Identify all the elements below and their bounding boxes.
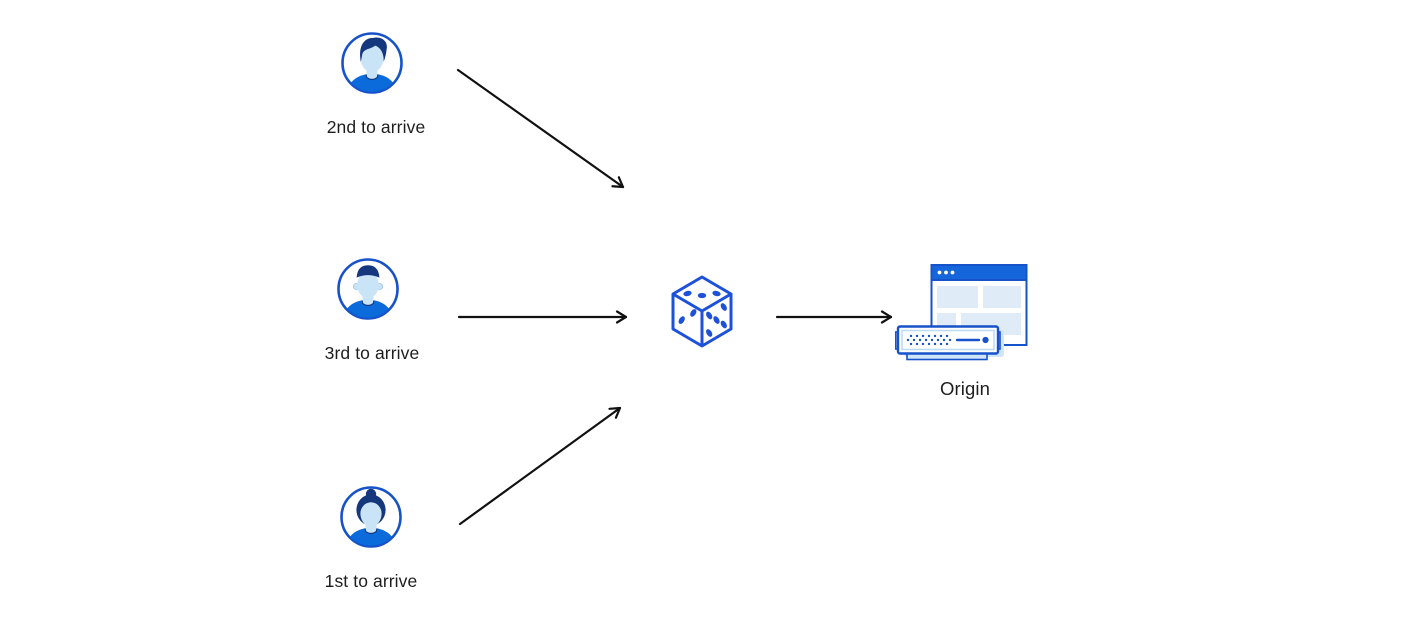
client-third-node bbox=[336, 257, 400, 321]
arrow-second-to-dice bbox=[456, 68, 625, 189]
server-box-icon bbox=[895, 325, 1004, 361]
client-third-label: 3rd to arrive bbox=[324, 343, 420, 363]
user-avatar-male-swept-hair-icon bbox=[341, 32, 403, 94]
client-second-label: 2nd to arrive bbox=[326, 117, 426, 137]
client-first-node bbox=[339, 485, 403, 549]
user-avatar-male-short-hair-icon bbox=[337, 258, 399, 320]
client-first-label: 1st to arrive bbox=[324, 571, 418, 591]
origin-label: Origin bbox=[940, 378, 990, 399]
random-selector-node bbox=[666, 272, 738, 352]
origin-node bbox=[895, 262, 1035, 362]
arrow-first-to-dice bbox=[458, 406, 622, 526]
client-second-node bbox=[340, 31, 404, 95]
user-avatar-female-bun-icon bbox=[340, 486, 402, 548]
server-vent-dots bbox=[906, 334, 952, 346]
dice-icon bbox=[671, 275, 733, 348]
origin-server-browser-icon bbox=[895, 264, 1028, 361]
